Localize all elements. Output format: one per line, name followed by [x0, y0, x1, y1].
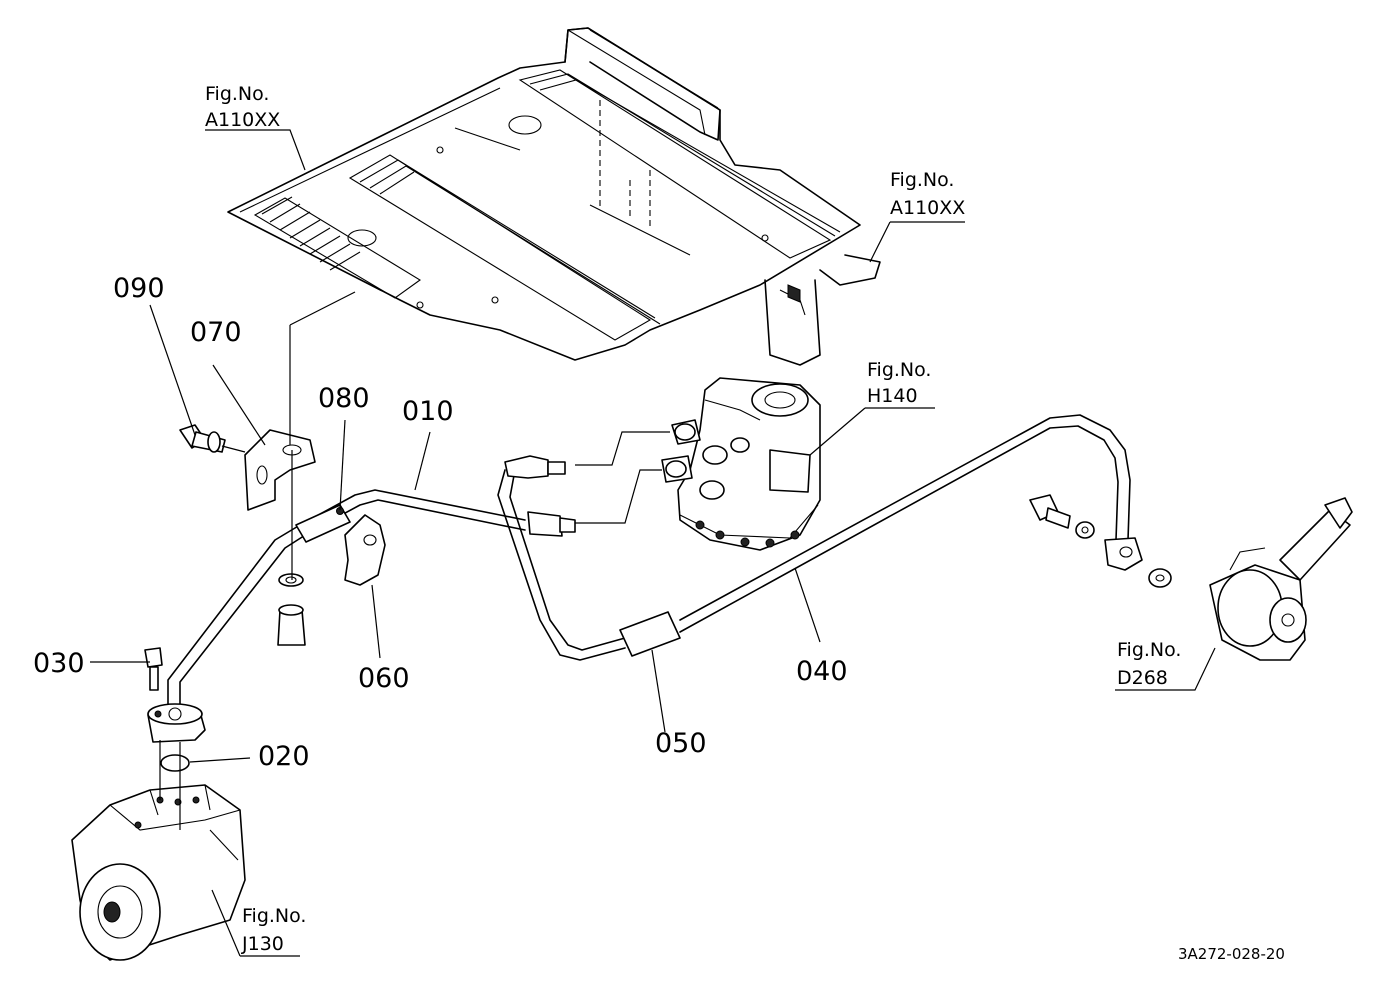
- pipe-040: [679, 414, 1143, 633]
- steering-cylinder: [1209, 497, 1353, 661]
- bracket-070: [244, 429, 316, 511]
- flange-pump-end: [147, 703, 206, 743]
- pipe-050: [497, 455, 681, 661]
- fig-ref-title-floor-right: Fig.No.: [890, 169, 954, 191]
- floor-plate: [227, 27, 881, 366]
- fig-ref-code-pump: J130: [241, 933, 284, 955]
- part-label-070: 070: [190, 317, 242, 348]
- floor-mat-ribs: [253, 69, 841, 341]
- steering-unit-bolts: [695, 520, 800, 548]
- part-label-080: 080: [318, 383, 370, 414]
- part-label-090: 090: [113, 273, 165, 304]
- fig-ref-code-floor-right: A110XX: [890, 197, 965, 219]
- bolt-090: [179, 424, 246, 453]
- part-label-050: 050: [655, 728, 707, 759]
- steering-unit: [661, 377, 821, 551]
- part-label-010: 010: [402, 396, 454, 427]
- part-label-020: 020: [258, 741, 310, 772]
- fig-ref-code-cylinder: D268: [1117, 667, 1168, 689]
- bolt-below-bracket: [277, 573, 306, 646]
- fig-ref-title-floor-left: Fig.No.: [205, 83, 269, 105]
- clamp-060: [344, 514, 386, 586]
- steering-unit-ports: [661, 419, 750, 500]
- part-label-060: 060: [358, 663, 410, 694]
- banjo-bolt-cylinder: [1029, 494, 1172, 588]
- pipe-010: [167, 489, 576, 711]
- fig-ref-title-pump: Fig.No.: [242, 905, 306, 927]
- fig-ref-title-cylinder: Fig.No.: [1117, 639, 1181, 661]
- fig-ref-code-floor-left: A110XX: [205, 109, 280, 131]
- o-ring-020: [160, 754, 190, 772]
- part-label-040: 040: [796, 656, 848, 687]
- fig-ref-code-steering: H140: [867, 385, 918, 407]
- drawing-id: 3A272-028-20: [1178, 945, 1285, 963]
- hydraulic-pump: [71, 784, 246, 961]
- bolt-030: [144, 647, 163, 691]
- leader-lines: [90, 129, 1216, 957]
- part-label-030: 030: [33, 648, 85, 679]
- fig-ref-title-steering: Fig.No.: [867, 359, 931, 381]
